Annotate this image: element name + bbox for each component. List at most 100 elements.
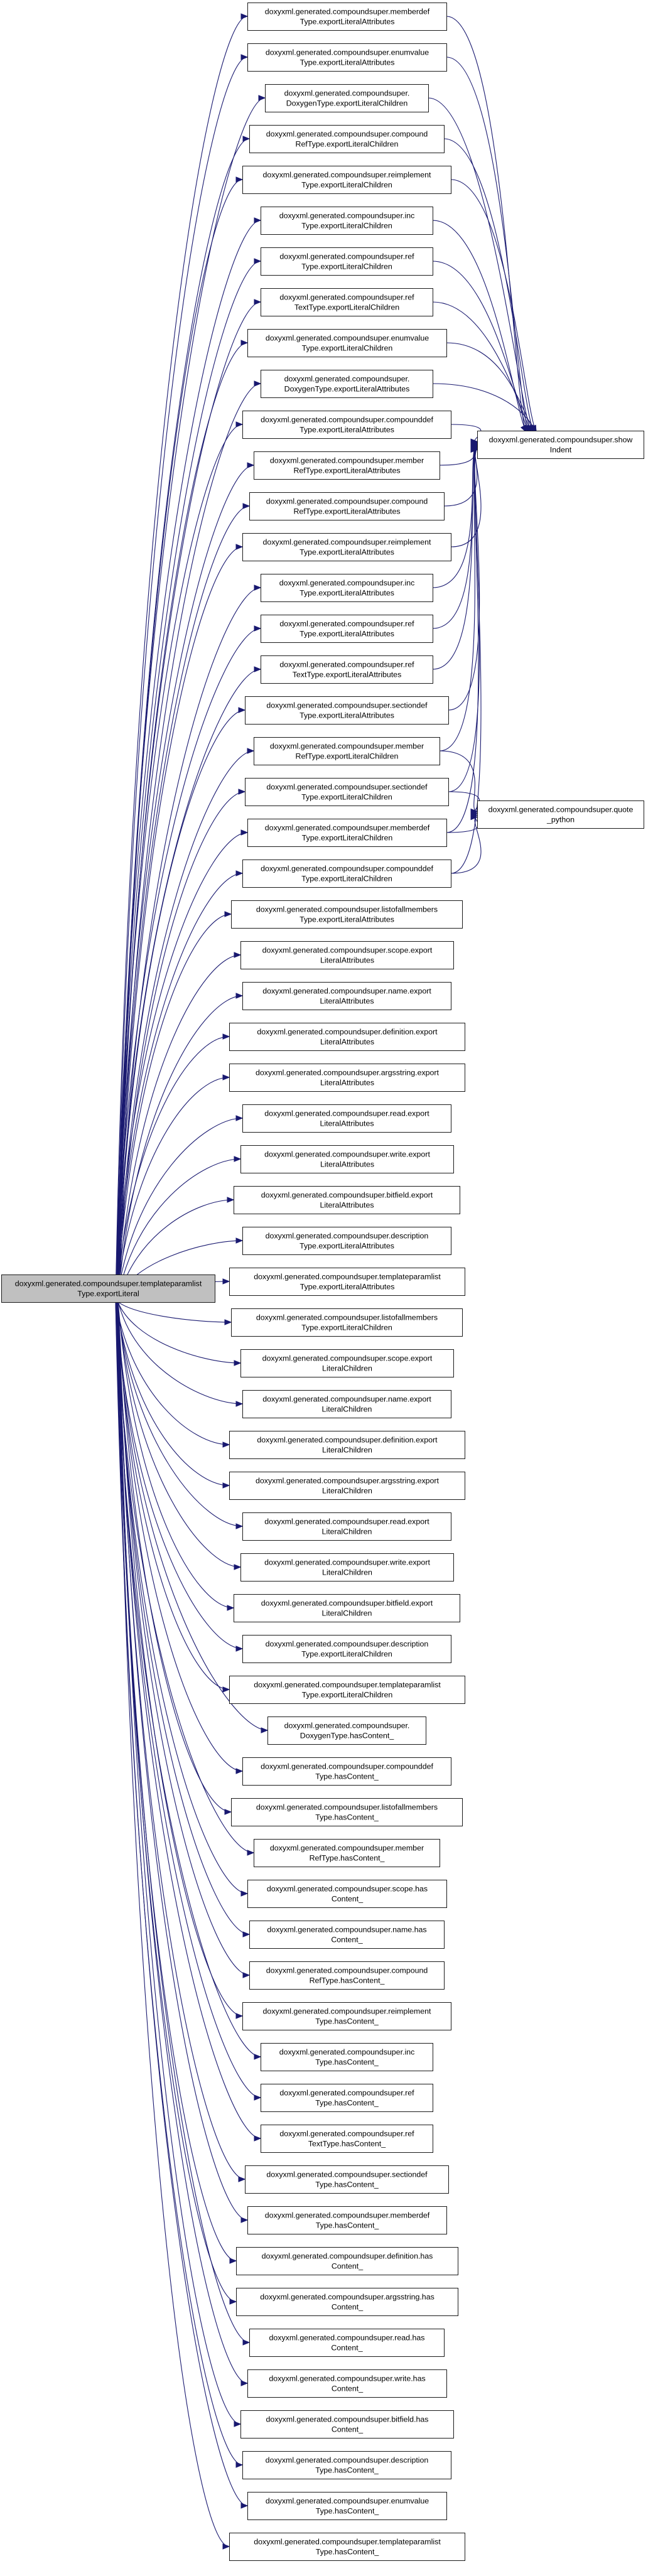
edge-root-to-n43 xyxy=(117,1300,244,1774)
target-node-t_showindent[interactable]: doxyxml.generated.compoundsuper.showInde… xyxy=(477,431,644,459)
node-label-line: Type.exportLiteralChildren xyxy=(301,222,392,230)
call-node-n3[interactable]: doxyxml.generated.compoundsuper.compound… xyxy=(249,125,445,153)
node-label-line: LiteralChildren xyxy=(322,1405,372,1414)
call-node-n14[interactable]: doxyxml.generated.compoundsuper.incType.… xyxy=(261,574,433,602)
call-node-n13[interactable]: doxyxml.generated.compoundsuper.reimplem… xyxy=(242,533,451,561)
call-node-n19[interactable]: doxyxml.generated.compoundsuper.sectiond… xyxy=(245,778,449,806)
call-node-n59[interactable]: doxyxml.generated.compoundsuper.bitfield… xyxy=(240,2410,454,2439)
call-node-n49[interactable]: doxyxml.generated.compoundsuper.reimplem… xyxy=(242,2002,451,2030)
call-node-n0[interactable]: doxyxml.generated.compoundsuper.memberde… xyxy=(247,3,447,31)
call-node-n8[interactable]: doxyxml.generated.compoundsuper.enumvalu… xyxy=(247,329,447,357)
edge-root-to-n14 xyxy=(117,585,262,1301)
call-node-n39[interactable]: doxyxml.generated.compoundsuper.bitfield… xyxy=(234,1594,460,1622)
node-label-line: doxyxml.generated.compoundsuper.compound… xyxy=(261,416,433,424)
call-node-n47[interactable]: doxyxml.generated.compoundsuper.name.has… xyxy=(249,1921,445,1949)
call-node-n20[interactable]: doxyxml.generated.compoundsuper.memberde… xyxy=(247,819,447,847)
node-label-line: Content_ xyxy=(331,1936,363,1944)
call-node-n11[interactable]: doxyxml.generated.compoundsuper.memberRe… xyxy=(254,451,440,480)
root-node[interactable]: doxyxml.generated.compoundsuper.template… xyxy=(1,1275,215,1303)
call-node-n24[interactable]: doxyxml.generated.compoundsuper.name.exp… xyxy=(242,982,451,1010)
call-node-n54[interactable]: doxyxml.generated.compoundsuper.memberde… xyxy=(247,2206,447,2234)
call-node-n28[interactable]: doxyxml.generated.compoundsuper.write.ex… xyxy=(240,1145,454,1173)
node-label-line: doxyxml.generated.compoundsuper.ref xyxy=(279,660,414,669)
call-node-n26[interactable]: doxyxml.generated.compoundsuper.argsstri… xyxy=(229,1064,465,1092)
call-node-n62[interactable]: doxyxml.generated.compoundsuper.template… xyxy=(229,2533,465,2561)
call-node-n1[interactable]: doxyxml.generated.compoundsuper.enumvalu… xyxy=(247,43,447,72)
call-node-n9[interactable]: doxyxml.generated.compoundsuper.DoxygenT… xyxy=(261,370,433,398)
call-node-n35[interactable]: doxyxml.generated.compoundsuper.definiti… xyxy=(229,1431,465,1459)
call-node-n38[interactable]: doxyxml.generated.compoundsuper.write.ex… xyxy=(240,1553,454,1582)
call-node-n33[interactable]: doxyxml.generated.compoundsuper.scope.ex… xyxy=(240,1349,454,1377)
node-label-line: doxyxml.generated.compoundsuper.listofal… xyxy=(256,1313,438,1322)
edge-n8-to-t_showindent xyxy=(446,342,534,433)
edge-root-to-n27 xyxy=(116,1115,244,1301)
call-node-n45[interactable]: doxyxml.generated.compoundsuper.memberRe… xyxy=(254,1839,440,1867)
call-node-n16[interactable]: doxyxml.generated.compoundsuper.refTextT… xyxy=(261,655,433,684)
edge-root-to-n9 xyxy=(117,380,262,1301)
call-node-n32[interactable]: doxyxml.generated.compoundsuper.listofal… xyxy=(231,1308,463,1337)
call-node-n48[interactable]: doxyxml.generated.compoundsuper.compound… xyxy=(249,1961,445,1990)
call-node-n10[interactable]: doxyxml.generated.compoundsuper.compound… xyxy=(242,411,451,439)
call-node-n15[interactable]: doxyxml.generated.compoundsuper.refType.… xyxy=(261,615,433,643)
call-node-n12[interactable]: doxyxml.generated.compoundsuper.compound… xyxy=(249,492,445,520)
node-label-line: doxyxml.generated.compoundsuper.name.exp… xyxy=(262,987,431,996)
node-label-line: LiteralAttributes xyxy=(320,1038,374,1047)
edge-root-to-n52 xyxy=(116,1300,262,2142)
call-node-n34[interactable]: doxyxml.generated.compoundsuper.name.exp… xyxy=(242,1390,451,1418)
edge-root-to-n18 xyxy=(117,748,255,1301)
edge-root-to-n37 xyxy=(116,1300,244,1529)
call-node-n29[interactable]: doxyxml.generated.compoundsuper.bitfield… xyxy=(234,1186,460,1214)
call-node-n2[interactable]: doxyxml.generated.compoundsuper.DoxygenT… xyxy=(265,84,429,112)
target-node-t_quotepython[interactable]: doxyxml.generated.compoundsuper.quote_py… xyxy=(477,800,644,829)
edge-root-to-n23 xyxy=(117,952,242,1301)
call-node-n40[interactable]: doxyxml.generated.compoundsuper.descript… xyxy=(242,1635,451,1663)
node-label-line: doxyxml.generated.compoundsuper.scope.ha… xyxy=(267,1885,428,1894)
call-node-n44[interactable]: doxyxml.generated.compoundsuper.listofal… xyxy=(231,1798,463,1826)
node-label-line: Type.hasContent_ xyxy=(315,2017,379,2026)
call-node-n36[interactable]: doxyxml.generated.compoundsuper.argsstri… xyxy=(229,1472,465,1500)
call-node-n41[interactable]: doxyxml.generated.compoundsuper.template… xyxy=(229,1676,465,1704)
edge-root-to-n39 xyxy=(117,1300,235,1611)
call-node-n52[interactable]: doxyxml.generated.compoundsuper.refTextT… xyxy=(261,2125,433,2153)
call-node-n22[interactable]: doxyxml.generated.compoundsuper.listofal… xyxy=(231,900,463,929)
node-label-line: doxyxml.generated.compoundsuper.enumvalu… xyxy=(266,48,429,57)
node-label-line: doxyxml.generated.compoundsuper.enumvalu… xyxy=(266,334,429,343)
call-node-n6[interactable]: doxyxml.generated.compoundsuper.refType.… xyxy=(261,247,433,276)
call-node-n23[interactable]: doxyxml.generated.compoundsuper.scope.ex… xyxy=(240,941,454,969)
edge-root-to-n36 xyxy=(116,1300,230,1489)
node-label-line: Type.hasContent_ xyxy=(315,2180,379,2189)
edge-root-to-n38 xyxy=(117,1300,242,1570)
call-node-n50[interactable]: doxyxml.generated.compoundsuper.incType.… xyxy=(261,2043,433,2071)
node-label-line: doxyxml.generated.compoundsuper.argsstri… xyxy=(256,1477,440,1485)
call-node-n46[interactable]: doxyxml.generated.compoundsuper.scope.ha… xyxy=(247,1880,447,1908)
call-node-n30[interactable]: doxyxml.generated.compoundsuper.descript… xyxy=(242,1227,451,1255)
call-node-n27[interactable]: doxyxml.generated.compoundsuper.read.exp… xyxy=(242,1104,451,1133)
call-node-n31[interactable]: doxyxml.generated.compoundsuper.template… xyxy=(229,1268,465,1296)
call-node-n43[interactable]: doxyxml.generated.compoundsuper.compound… xyxy=(242,1757,451,1786)
call-node-n51[interactable]: doxyxml.generated.compoundsuper.refType.… xyxy=(261,2084,433,2112)
call-node-n53[interactable]: doxyxml.generated.compoundsuper.sectiond… xyxy=(245,2165,449,2194)
call-node-n60[interactable]: doxyxml.generated.compoundsuper.descript… xyxy=(242,2451,451,2479)
call-node-n18[interactable]: doxyxml.generated.compoundsuper.memberRe… xyxy=(254,737,440,765)
node-label-line: Type.hasContent_ xyxy=(316,2507,380,2516)
call-node-n25[interactable]: doxyxml.generated.compoundsuper.definiti… xyxy=(229,1023,465,1051)
call-node-n17[interactable]: doxyxml.generated.compoundsuper.sectiond… xyxy=(245,696,449,725)
node-label-line: Type.exportLiteralAttributes xyxy=(300,548,394,557)
call-node-n7[interactable]: doxyxml.generated.compoundsuper.refTextT… xyxy=(261,288,433,316)
call-node-n61[interactable]: doxyxml.generated.compoundsuper.enumvalu… xyxy=(247,2492,447,2520)
call-node-n21[interactable]: doxyxml.generated.compoundsuper.compound… xyxy=(242,860,451,888)
node-label-line: doxyxml.generated.compoundsuper.member xyxy=(270,456,424,465)
call-node-n56[interactable]: doxyxml.generated.compoundsuper.argsstri… xyxy=(236,2288,458,2316)
call-node-n58[interactable]: doxyxml.generated.compoundsuper.write.ha… xyxy=(247,2369,447,2398)
node-label-line: doxyxml.generated.compoundsuper.compound… xyxy=(261,1762,433,1771)
node-label-line: doxyxml.generated.compoundsuper.template… xyxy=(254,1273,441,1281)
node-label-line: RefType.hasContent_ xyxy=(310,1854,386,1863)
node-label-line: RefType.exportLiteralAttributes xyxy=(293,507,400,516)
call-node-n37[interactable]: doxyxml.generated.compoundsuper.read.exp… xyxy=(242,1512,451,1541)
call-node-n5[interactable]: doxyxml.generated.compoundsuper.incType.… xyxy=(261,207,433,235)
edge-root-to-n45 xyxy=(115,1300,255,1856)
call-node-n57[interactable]: doxyxml.generated.compoundsuper.read.has… xyxy=(249,2329,445,2357)
call-node-n4[interactable]: doxyxml.generated.compoundsuper.reimplem… xyxy=(242,166,451,194)
call-node-n42[interactable]: doxyxml.generated.compoundsuper.DoxygenT… xyxy=(267,1716,426,1745)
call-node-n55[interactable]: doxyxml.generated.compoundsuper.definiti… xyxy=(236,2247,458,2275)
